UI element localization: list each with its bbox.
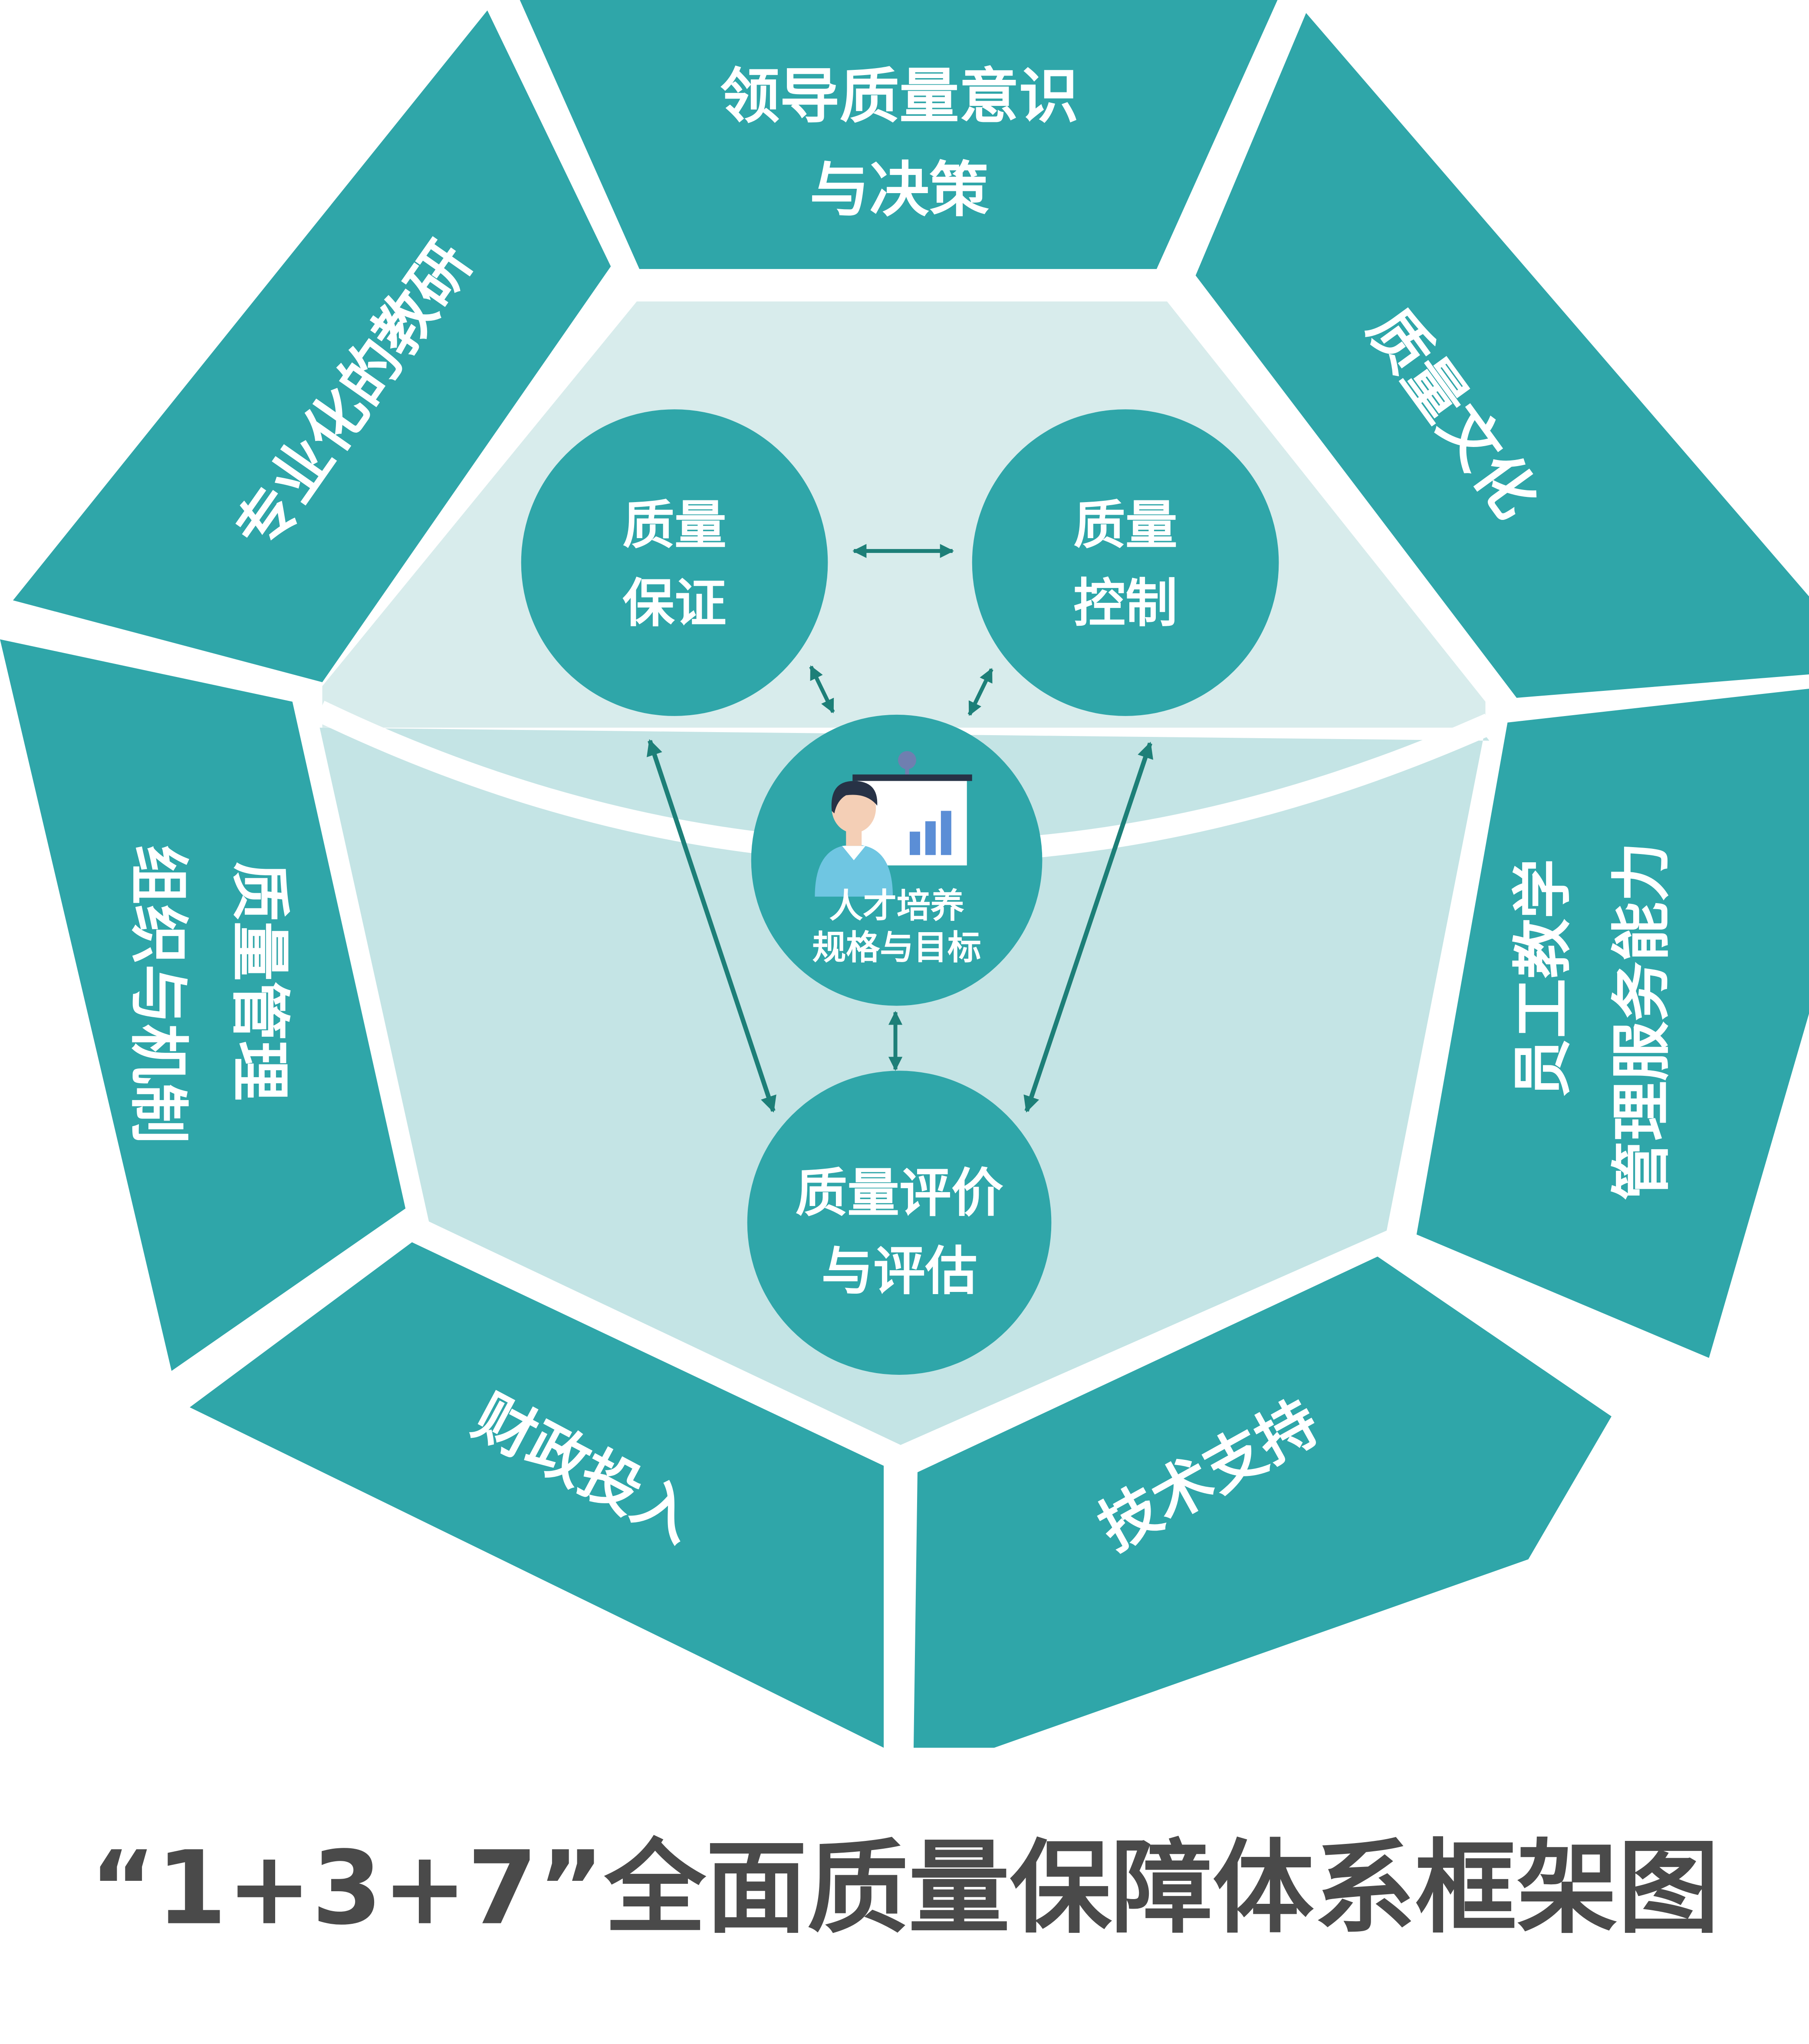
quality-control-label-2: 控制 (1073, 573, 1177, 634)
circle-quality-assurance (521, 409, 828, 716)
quality-assurance-label-1: 质量 (622, 496, 727, 556)
arrow-control-evaluation (1023, 742, 1154, 1113)
circle-quality-control (972, 409, 1279, 716)
diagram-title: “1+3+7”全面质量保障体系框架图 (90, 1830, 1720, 1948)
quality-assurance-label-2: 保证 (622, 573, 727, 634)
talent-goal-label-2: 规格与目标 (812, 928, 981, 967)
segment-lower-right (913, 1256, 1612, 1748)
segment-right-label-1: 员工教学 (1508, 859, 1578, 1098)
segment-upper-left (13, 10, 611, 683)
quality-control-label-1: 质量 (1073, 496, 1177, 556)
segment-right (1416, 688, 1809, 1358)
segment-left (0, 639, 406, 1371)
segment-left-label-1: 质量管理 (225, 861, 294, 1101)
segment-top-label-1: 领导质量意识 (720, 62, 1079, 131)
arrow-control-center (967, 668, 993, 716)
quality-evaluation-label-1: 质量评价 (796, 1163, 1003, 1224)
talent-goal-label-1: 人才培养 (829, 887, 964, 926)
arrow-assurance-evaluation (646, 739, 776, 1113)
segment-top (520, 0, 1278, 269)
segment-left-label-2: 组织与机制 (123, 845, 193, 1144)
segment-right-label-2: 管理服务能力 (1607, 842, 1677, 1200)
segment-top-label-2: 与决策 (809, 155, 989, 225)
quality-evaluation-label-2: 与评估 (821, 1241, 977, 1301)
circle-quality-evaluation (747, 1071, 1052, 1375)
teacher-presentation-icon (815, 751, 972, 897)
segment-upper-right (1195, 13, 1809, 698)
segment-lower-left (190, 1242, 884, 1748)
arrow-assurance-center (809, 665, 835, 713)
